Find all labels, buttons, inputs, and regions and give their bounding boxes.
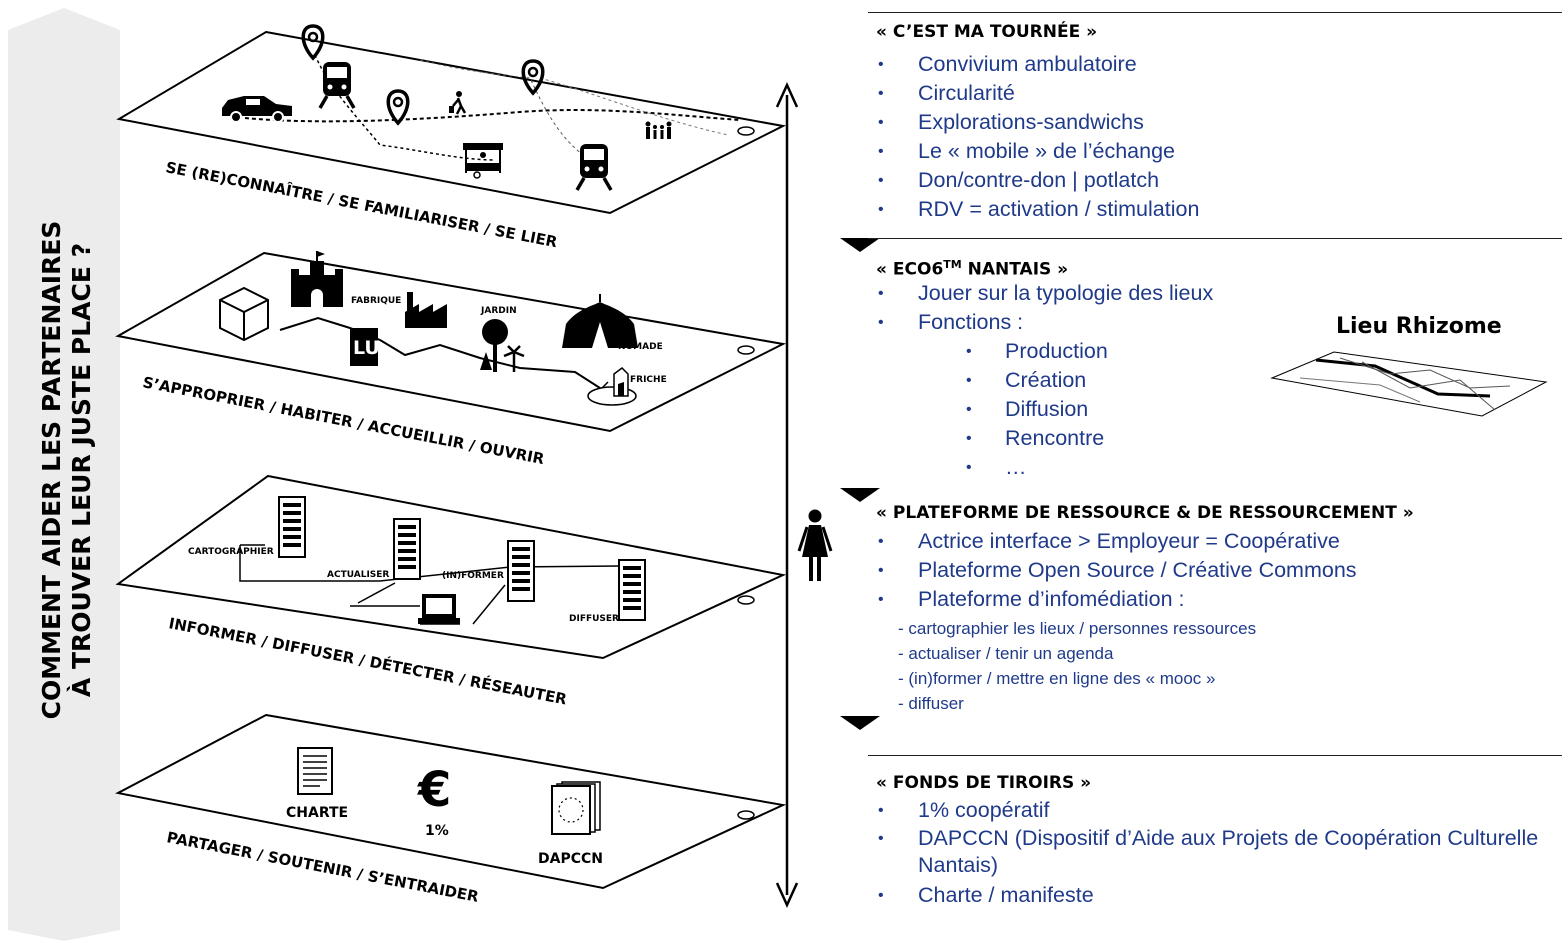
garden-icon — [480, 319, 525, 372]
section-list: Jouer sur la typologie des lieux Fonctio… — [876, 279, 1213, 482]
section-list: 1% coopératif DAPCCN (Dispositif d’Aide … — [876, 796, 1558, 910]
section-title: « ECO6TM NANTAIS » — [876, 258, 1069, 280]
side-arrow-shape — [8, 8, 120, 941]
friche-icon — [587, 367, 637, 406]
section-title: « PLATEFORME DE RESSOURCE & DE RESSOURCE… — [876, 503, 1414, 523]
layer-1-plane — [116, 30, 787, 215]
market-stall-icon — [463, 143, 503, 179]
map-pin-icon — [386, 89, 410, 126]
list-item: Jouer sur la typologie des lieux — [876, 279, 1213, 308]
place-jardin: JARDIN — [480, 306, 517, 316]
list-item: Don/contre-don | potlatch — [876, 166, 1199, 195]
list-item: Circularité — [876, 79, 1199, 108]
section-divider — [868, 755, 1562, 756]
item-charte: CHARTE — [286, 805, 348, 821]
walking-person-icon — [449, 91, 467, 115]
list-subitem: Création — [876, 366, 1213, 395]
place-nomade: NOMADE — [618, 342, 663, 352]
side-title-line1: COMMENT AIDER LES PARTENAIRES — [37, 221, 66, 720]
section-divider — [868, 12, 1562, 13]
server-icon — [278, 496, 306, 558]
lu-tower-icon: LU — [350, 328, 380, 366]
list-item: Plateforme Open Source / Créative Common… — [876, 556, 1357, 585]
server-icon — [618, 559, 646, 621]
list-item: Le « mobile » de l’échange — [876, 137, 1199, 166]
section-title: « C’EST MA TOURNÉE » — [876, 22, 1098, 42]
node-cartographier: CARTOGRAPHIER — [188, 547, 274, 557]
dash-item: - diffuser — [898, 694, 964, 713]
layer-2: FABRIQUE LU JARDIN NOMADE — [115, 251, 787, 468]
cube-icon — [219, 286, 269, 342]
dash-item: - actualiser / tenir un agenda — [898, 644, 1114, 663]
family-icon — [645, 121, 672, 139]
side-title-line2: À TROUVER LEUR JUSTE PLACE ? — [67, 243, 96, 697]
section-divider — [868, 238, 1562, 239]
layer-1: SE (RE)CONNAÎTRE / SE FAMILIARISER / SE … — [116, 24, 787, 251]
layer-4: CHARTE € 1% DAPCCN PARTAGER / SOUTENIR /… — [115, 713, 787, 906]
section-marker-icon — [840, 716, 880, 730]
factory-icon — [405, 292, 447, 328]
train-icon — [318, 62, 356, 109]
dash-item: - (in)former / mettre en ligne des « moo… — [898, 669, 1216, 688]
node-informer: (IN)FORMER — [442, 571, 504, 581]
item-dapccn: DAPCCN — [538, 851, 603, 867]
dash-item: - cartographier les lieux / personnes re… — [898, 619, 1257, 638]
layer-3: CARTOGRAPHIER ACTUALISER (IN)FORMER DIFF… — [115, 474, 787, 709]
server-icon — [393, 518, 421, 580]
list-item: DAPCCN (Dispositif d’Aide aux Projets de… — [876, 825, 1558, 881]
list-item: Charte / manifeste — [876, 881, 1558, 910]
section-list: Actrice interface > Employeur = Coopérat… — [876, 527, 1357, 614]
layered-diagram: COMMENT AIDER LES PARTENAIRES À TROUVER … — [8, 8, 833, 941]
list-subitem: Diffusion — [876, 395, 1213, 424]
document-icon — [297, 747, 333, 795]
place-friche: FRICHE — [630, 375, 667, 385]
woman-icon — [797, 509, 833, 581]
list-item: Fonctions : — [876, 308, 1213, 337]
place-fabrique: FABRIQUE — [351, 296, 401, 306]
section-list: Convivium ambulatoire Circularité Explor… — [876, 50, 1199, 224]
list-item: 1% coopératif — [876, 796, 1558, 825]
list-subitem: Production — [876, 337, 1213, 366]
list-item: RDV = activation / stimulation — [876, 195, 1199, 224]
rhizome-title: Lieu Rhizome — [1336, 314, 1502, 339]
rhizome-map-icon — [1270, 351, 1548, 417]
section-marker-icon — [840, 238, 880, 252]
eu-document-icon — [551, 781, 601, 835]
list-item: Actrice interface > Employeur = Coopérat… — [876, 527, 1357, 556]
tent-icon — [562, 294, 638, 348]
list-subitem: Rencontre — [876, 424, 1213, 453]
list-subitem: … — [876, 453, 1213, 482]
map-pin-icon — [301, 24, 325, 61]
car-icon — [222, 96, 292, 123]
laptop-icon — [418, 594, 460, 624]
item-one-percent: 1% — [425, 823, 449, 839]
section-marker-icon — [840, 488, 880, 502]
node-diffuser: DIFFUSER — [569, 614, 619, 624]
list-item: Convivium ambulatoire — [876, 50, 1199, 79]
train-icon — [575, 144, 613, 191]
right-panel: « C’EST MA TOURNÉE » Convivium ambulatoi… — [840, 0, 1562, 941]
vertical-double-arrow — [775, 81, 799, 909]
map-pin-icon — [521, 59, 545, 96]
server-icon — [507, 540, 535, 602]
euro-icon: € — [417, 762, 451, 818]
list-item: Plateforme d’infomédiation : — [876, 585, 1357, 614]
layer-4-plane — [115, 713, 787, 890]
list-item: Explorations-sandwichs — [876, 108, 1199, 137]
svg-text:LU: LU — [353, 337, 380, 359]
section-title: « FONDS DE TIROIRS » — [876, 773, 1092, 793]
castle-icon — [291, 251, 343, 307]
dash-list: - cartographier les lieux / personnes re… — [898, 616, 1256, 716]
node-actualiser: ACTUALISER — [327, 570, 389, 580]
